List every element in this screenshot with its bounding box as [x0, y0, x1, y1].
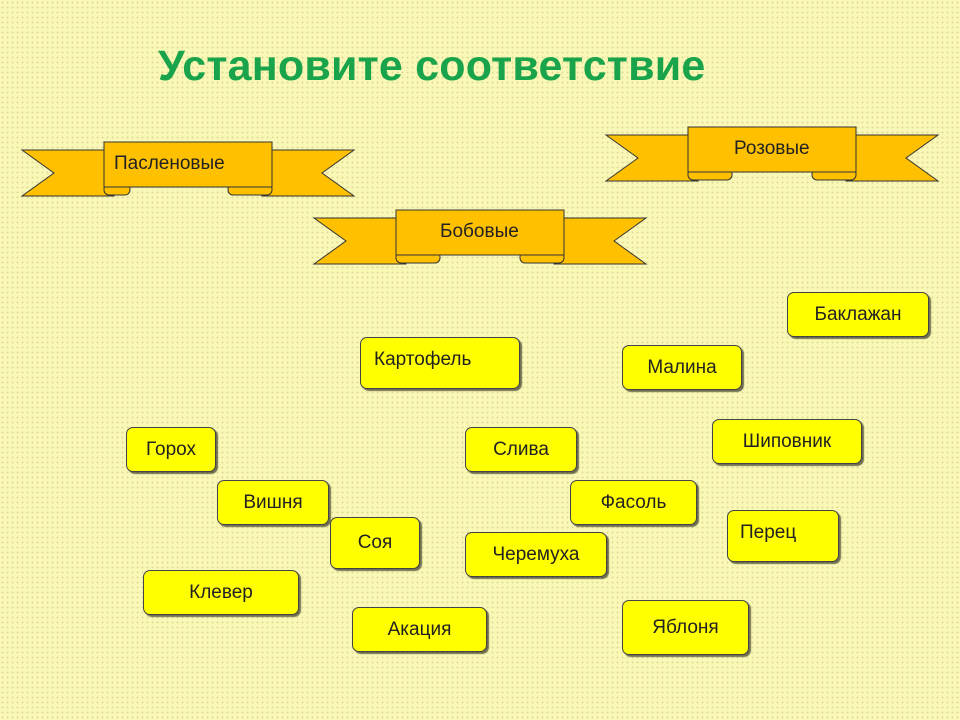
- plant-card-apple-tree[interactable]: Яблоня: [622, 600, 749, 655]
- plant-card-soy[interactable]: Соя: [330, 517, 420, 569]
- plant-card-rosehip[interactable]: Шиповник: [712, 419, 862, 464]
- slide-title: Установите соответствие: [158, 42, 706, 90]
- plant-card-cherry[interactable]: Вишня: [217, 480, 329, 525]
- plant-card-raspberry[interactable]: Малина: [622, 345, 742, 390]
- plant-card-pepper[interactable]: Перец: [727, 510, 839, 562]
- category-ribbon-fabaceae: Бобовые: [312, 209, 648, 265]
- plant-card-potato[interactable]: Картофель: [360, 337, 520, 389]
- plant-card-clover[interactable]: Клевер: [143, 570, 299, 615]
- category-label-solanaceae: Пасленовые: [114, 153, 225, 174]
- category-ribbon-solanaceae: Пасленовые: [20, 141, 356, 197]
- plant-card-bird-cherry[interactable]: Черемуха: [465, 532, 607, 577]
- plant-card-eggplant[interactable]: Баклажан: [787, 292, 929, 337]
- plant-card-bean[interactable]: Фасоль: [570, 480, 697, 525]
- plant-card-plum[interactable]: Слива: [465, 427, 577, 472]
- plant-card-pea[interactable]: Горох: [126, 427, 216, 472]
- plant-card-acacia[interactable]: Акация: [352, 607, 487, 652]
- category-label-fabaceae: Бобовые: [440, 221, 519, 242]
- category-ribbon-rosaceae: Розовые: [604, 126, 940, 182]
- category-label-rosaceae: Розовые: [734, 138, 810, 159]
